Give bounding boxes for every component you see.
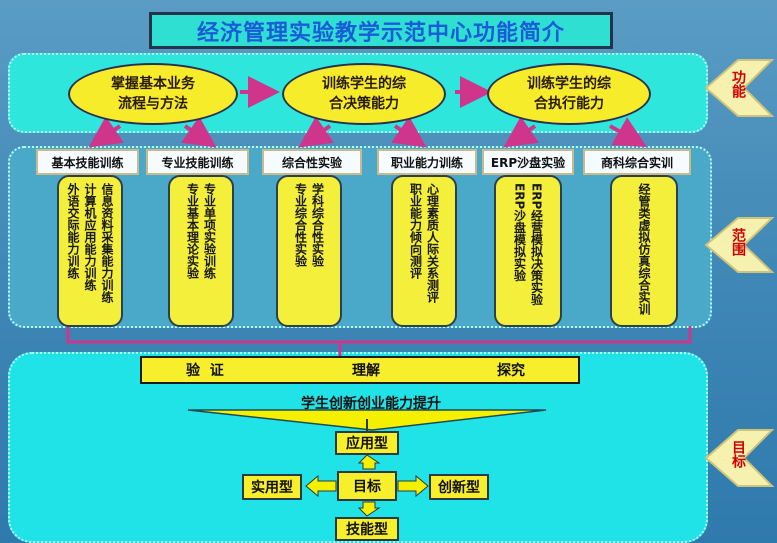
category-professional-skills: 专业技能训练	[146, 149, 249, 175]
category-career: 职业能力训练	[377, 149, 477, 175]
chevron-left-icon	[704, 59, 775, 117]
process-explore: 探究	[497, 363, 525, 379]
right-arrow-icon	[397, 474, 429, 498]
column-basic-skills: 信息资料采集能力训练 计算机应用能力训练 外语交际能力训练	[57, 175, 123, 327]
column-item: 专业综合性实验	[293, 183, 308, 267]
category-business: 商科综合实训	[583, 149, 691, 175]
chevron-left-icon	[704, 429, 775, 487]
goal-center: 目标	[337, 471, 397, 501]
column-item: 心理素质人际关系测评	[425, 183, 440, 303]
side-label-scope: 范围	[730, 228, 746, 256]
goal-application: 应用型	[335, 431, 399, 455]
left-arrow-icon	[305, 474, 337, 498]
up-arrow-icon	[357, 454, 381, 470]
column-item: 专业单项实验训练	[202, 183, 217, 279]
arrow-label: 学生创新创业能力提升	[301, 396, 441, 412]
column-item: 经管类虚拟仿真综合实训	[637, 183, 651, 315]
function-execution: 训练学生的综 合执行能力	[487, 63, 651, 125]
column-item: 专业基本理论实验	[185, 183, 200, 279]
process-bar	[140, 356, 580, 384]
column-item: ERP经营模拟决策实验	[529, 183, 544, 306]
chevron-left-icon	[704, 217, 775, 273]
page-title: 经济管理实验教学示范中心功能简介	[149, 12, 613, 49]
goal-skill: 技能型	[335, 517, 399, 541]
down-arrow-icon	[357, 501, 381, 517]
category-comprehensive: 综合性实验	[262, 149, 362, 175]
goal-practical: 实用型	[242, 474, 302, 500]
column-career: 心理素质人际关系测评 职业能力倾向测评	[391, 175, 457, 327]
column-item: 外语交际能力训练	[66, 183, 80, 279]
goal-innovative: 创新型	[429, 474, 489, 500]
side-label-goal: 目标	[730, 440, 746, 468]
process-verify: 验 证	[186, 363, 224, 379]
category-erp: ERP沙盘实验	[482, 149, 574, 175]
column-item: ERP沙盘模拟实验	[512, 183, 527, 282]
process-understand: 理解	[352, 363, 380, 379]
column-item: 职业能力倾向测评	[408, 183, 423, 279]
side-label-function: 功能	[730, 70, 746, 98]
column-comprehensive: 学科综合性实验 专业综合性实验	[276, 175, 342, 327]
column-erp: ERP经营模拟决策实验 ERP沙盘模拟实验	[494, 175, 562, 327]
column-item: 学科综合性实验	[310, 183, 325, 267]
function-decision: 训练学生的综 合决策能力	[282, 63, 446, 125]
category-basic-skills: 基本技能训练	[36, 149, 139, 175]
function-basic-process: 掌握基本业务 流程与方法	[68, 63, 238, 125]
scope-panel	[8, 146, 712, 328]
column-item: 信息资料采集能力训练	[100, 183, 114, 303]
column-item: 计算机应用能力训练	[83, 183, 97, 291]
column-professional-skills: 专业单项实验训练 专业基本理论实验	[168, 175, 234, 327]
column-business: 经管类虚拟仿真综合实训	[610, 175, 678, 327]
